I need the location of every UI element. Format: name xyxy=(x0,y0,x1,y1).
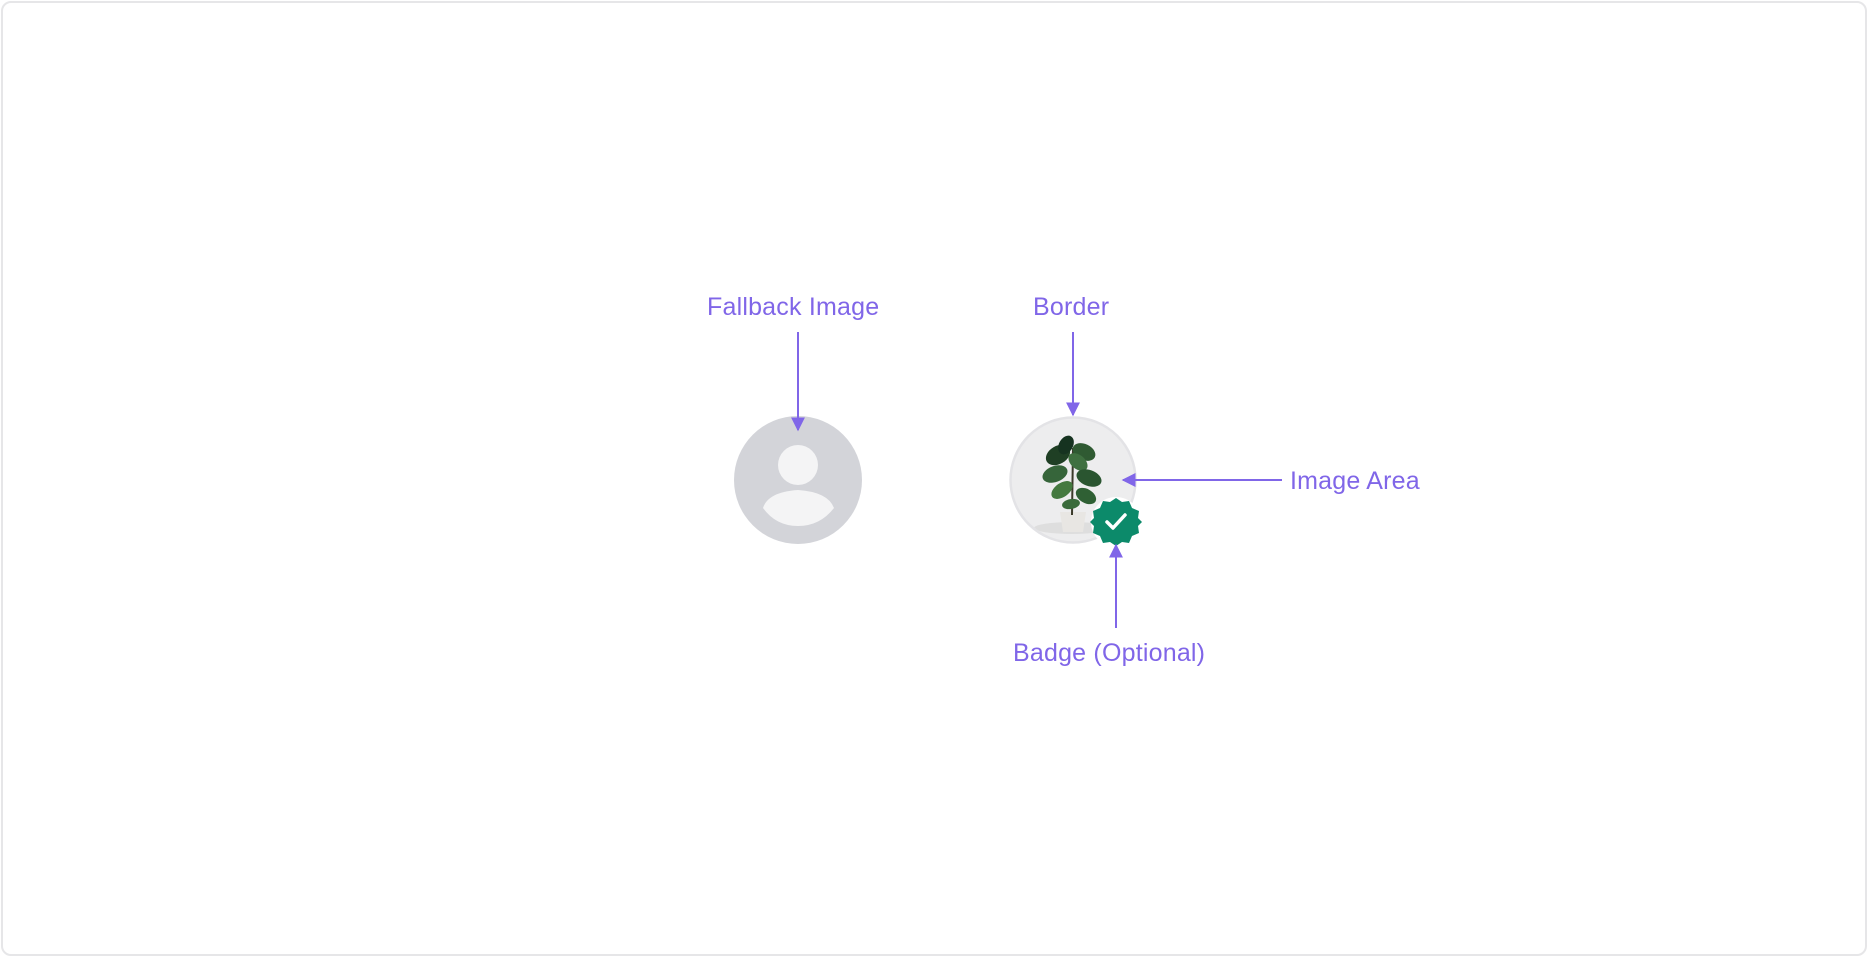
image-area-label: Image Area xyxy=(1290,467,1420,495)
verified-check-badge-icon xyxy=(1090,497,1142,547)
border-label: Border xyxy=(1033,293,1110,321)
fallback-avatar xyxy=(734,416,862,544)
photo-avatar xyxy=(1009,416,1142,547)
person-silhouette-icon xyxy=(763,445,834,526)
fallback-image-label: Fallback Image xyxy=(707,293,880,321)
badge-label: Badge (Optional) xyxy=(1013,639,1206,667)
